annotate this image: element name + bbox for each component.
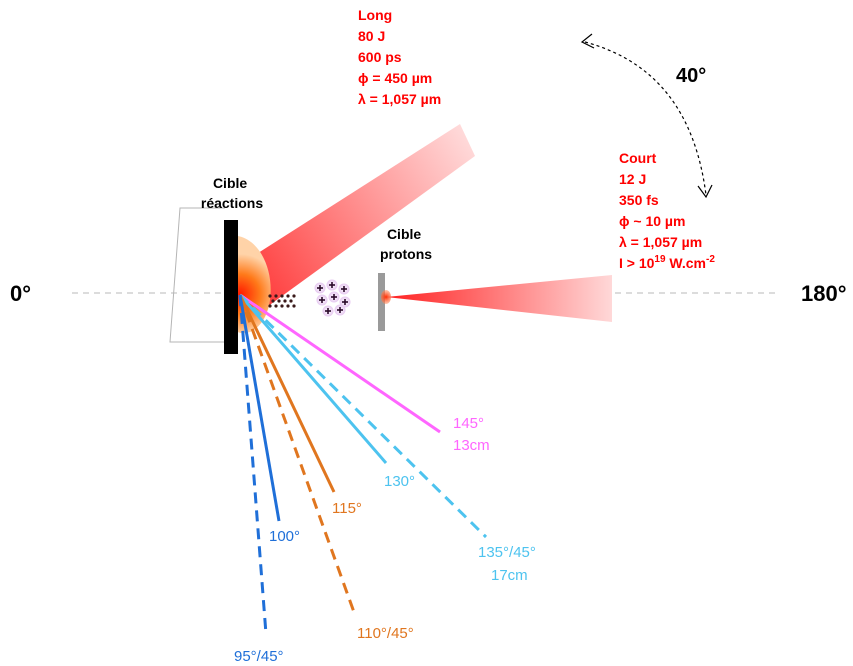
electron-dot [277,299,281,303]
proton-icon [316,294,328,306]
electron-dot [289,299,293,303]
detector-line-130 [238,294,388,464]
detector-label-130: 130° [384,473,415,490]
electron-dot [286,294,290,298]
electron-cloud [268,294,296,308]
detector-line-110 [238,294,357,616]
detector-label-115: 115° [332,500,362,517]
electron-dot [280,304,284,308]
electron-dot [268,304,272,308]
electron-dot [280,294,284,298]
angle-label-0: 0° [10,281,31,306]
electron-dot [286,304,290,308]
electron-dot [268,294,272,298]
detector-line-145 [239,293,441,434]
proton-icon [338,283,350,295]
proton-icon [322,305,334,317]
rotation-arrow-top-icon [580,33,595,49]
rotation-angle-label: 40° [676,65,706,87]
reaction-target [224,220,238,354]
proton-icon [339,296,351,308]
detector-label-95-45: 95°/45° [234,648,284,665]
electron-dot [274,294,278,298]
proton-target-hotspot [381,290,391,304]
short-laser-beam [386,275,612,322]
proton-icon [334,304,346,316]
detector-line-95 [238,294,268,635]
electron-dot [292,294,296,298]
detector-line-135 [238,293,488,539]
electron-dot [283,299,287,303]
proton-icon [328,291,340,303]
reaction-target-outline [169,207,225,343]
proton-cloud [314,279,351,317]
electron-dot [274,304,278,308]
detector-label-100: 100° [269,528,300,545]
detector-label-110-45: 110°/45° [357,625,414,642]
detector-label-145: 145° 13cm [453,415,490,454]
detector-label-135-45: 135°/45° 17cm [478,544,540,584]
detector-line-115 [238,294,336,493]
rotation-arrow-bottom-icon [697,184,713,199]
rotation-arc [584,41,707,196]
detector-lines [238,293,488,635]
proton-target [378,273,385,331]
electron-dot [271,299,275,303]
proton-icon [314,282,326,294]
detector-line-100 [238,294,281,522]
proton-target-label: Cible protons [380,226,432,262]
long-laser-params: Long 80 J 600 ps ϕ = 450 µm λ = 1,057 µm [358,7,441,107]
reaction-target-label: Cible réactions [201,175,263,211]
angle-label-180: 180° [801,281,847,306]
short-laser-params: Court 12 J 350 fs ϕ ~ 10 µm λ = 1,057 µm [619,150,702,250]
long-laser-beam [244,124,475,312]
short-laser-intensity: I > 1019 W.cm-2 [619,254,715,271]
proton-icon [326,279,338,291]
electron-dot [292,304,296,308]
